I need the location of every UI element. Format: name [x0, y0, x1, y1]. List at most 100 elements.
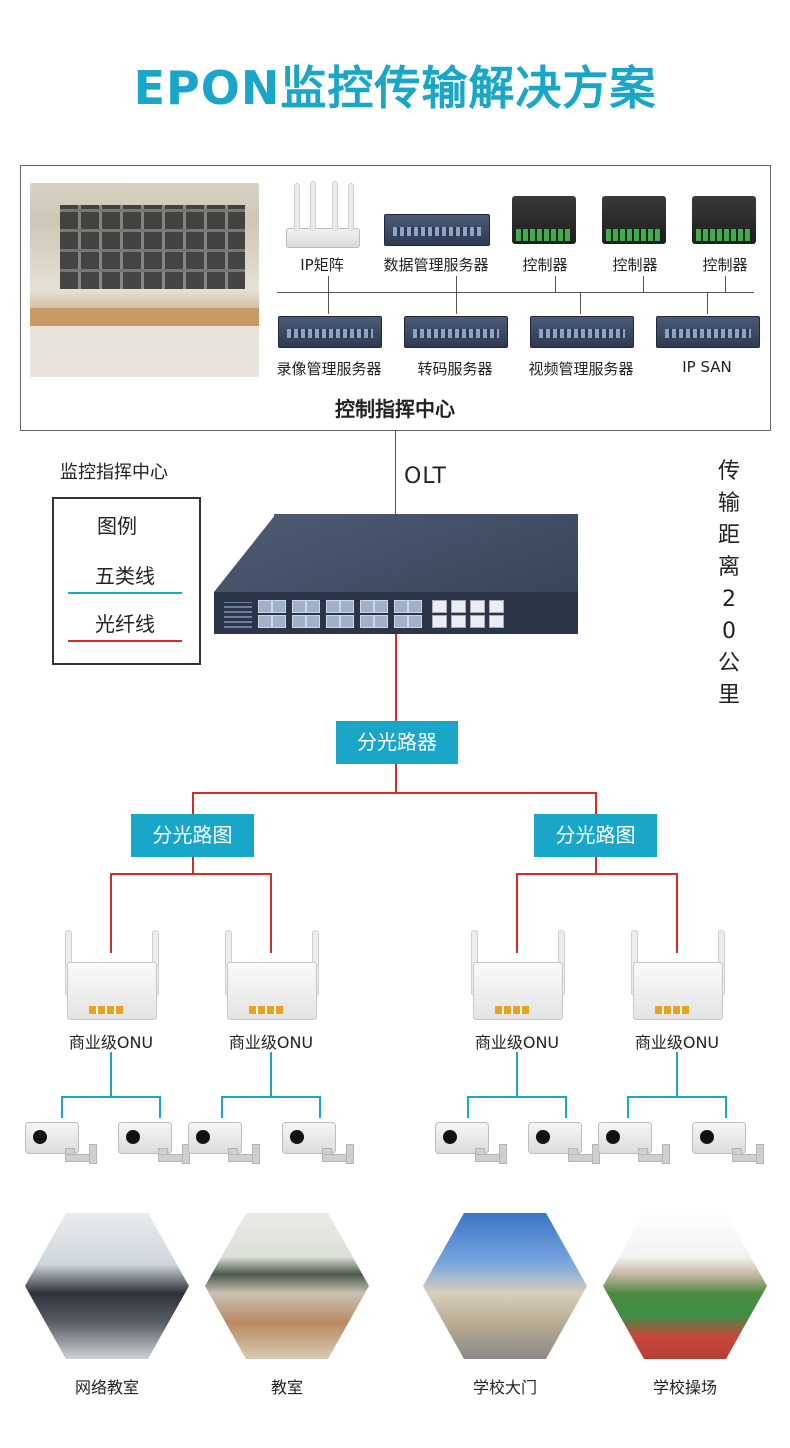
cat5-line [467, 1096, 469, 1118]
cat5-line [627, 1096, 727, 1098]
splitter-box-right: 分光路图 [534, 814, 657, 857]
device-label-recording-server: 录像管理服务器 [264, 358, 394, 379]
cat5-line [319, 1096, 321, 1118]
legend-cat5-label: 五类线 [60, 560, 190, 589]
olt-ethernet-port [432, 600, 447, 613]
cat5-line [676, 1052, 678, 1098]
olt-sfp-port [374, 600, 388, 613]
olt-sfp-port [272, 600, 286, 613]
camera-device [118, 1118, 192, 1164]
monitoring-center-label: 监控指挥中心 [60, 458, 168, 484]
recording-server-device [278, 316, 382, 348]
data-management-server-device [384, 214, 490, 246]
device-label-ip-matrix: IP矩阵 [272, 254, 372, 275]
onu-device [469, 930, 565, 1022]
distance-label: 传输距离20公里 [716, 456, 742, 712]
olt-sfp-port [258, 615, 272, 628]
controller-device [512, 196, 576, 244]
cat5-line [221, 1096, 321, 1098]
camera-device [435, 1118, 509, 1164]
olt-sfp-port [272, 615, 286, 628]
olt-ethernet-port [470, 600, 485, 613]
scene-photo-school-gate [423, 1213, 587, 1359]
olt-sfp-port [306, 615, 320, 628]
cat5-line [270, 1052, 272, 1098]
onu-device [63, 930, 159, 1022]
legend-fiber-line [68, 640, 182, 642]
video-management-server-device [530, 316, 634, 348]
onu-label: 商业级ONU [51, 1029, 171, 1053]
page-title: EPON监控传输解决方案 [0, 52, 790, 118]
olt-sfp-port [340, 600, 354, 613]
device-label-video-server: 视频管理服务器 [516, 358, 646, 379]
fiber-trunk [395, 634, 397, 722]
onu-device [223, 930, 319, 1022]
camera-device [528, 1118, 602, 1164]
camera-device [282, 1118, 356, 1164]
olt-sfp-port [394, 600, 408, 613]
olt-ethernet-port [451, 615, 466, 628]
camera-device [598, 1118, 672, 1164]
onu-label: 商业级ONU [617, 1029, 737, 1053]
olt-sfp-port [292, 600, 306, 613]
cat5-line [725, 1096, 727, 1118]
olt-sfp-port [326, 600, 340, 613]
cat5-line [221, 1096, 223, 1118]
olt-label: OLT [404, 464, 447, 489]
cat5-line [565, 1096, 567, 1118]
olt-ethernet-port [489, 600, 504, 613]
olt-sfp-port [408, 615, 422, 628]
ip-matrix-device [286, 228, 360, 248]
olt-sfp-port [360, 600, 374, 613]
device-label-controller-1: 控制器 [510, 254, 580, 275]
onu-device [629, 930, 725, 1022]
olt-sfp-port [292, 615, 306, 628]
olt-sfp-port [258, 600, 272, 613]
onu-label: 商业级ONU [457, 1029, 577, 1053]
cat5-line [110, 1052, 112, 1098]
uplink-line [395, 430, 396, 516]
olt-ethernet-port [432, 615, 447, 628]
controller-device [692, 196, 756, 244]
network-bus-line [277, 292, 754, 293]
scene-label-network-classroom: 网络教室 [40, 1374, 174, 1398]
controller-device [602, 196, 666, 244]
olt-sfp-port [326, 615, 340, 628]
scene-label-classroom: 教室 [220, 1374, 354, 1398]
cat5-line [159, 1096, 161, 1118]
device-label-data-server: 数据管理服务器 [370, 254, 502, 275]
olt-sfp-port [340, 615, 354, 628]
olt-ethernet-port [489, 615, 504, 628]
cat5-line [61, 1096, 63, 1118]
monitoring-room-photo [30, 183, 259, 377]
main-splitter-box: 分光路器 [336, 721, 458, 764]
scene-label-school-playground: 学校操场 [618, 1374, 752, 1398]
olt-sfp-port [394, 615, 408, 628]
olt-sfp-port [360, 615, 374, 628]
cat5-line [627, 1096, 629, 1118]
device-label-transcoding-server: 转码服务器 [400, 358, 510, 379]
scene-photo-network-classroom [25, 1213, 189, 1359]
scene-photo-school-playground [603, 1213, 767, 1359]
scene-label-school-gate: 学校大门 [438, 1374, 572, 1398]
onu-label: 商业级ONU [211, 1029, 331, 1053]
device-label-ip-san: IP SAN [660, 358, 754, 376]
ip-san-device [656, 316, 760, 348]
cat5-line [516, 1052, 518, 1098]
control-center-caption: 控制指挥中心 [0, 393, 790, 422]
legend-fiber-label: 光纤线 [60, 608, 190, 637]
legend-cat5-line [68, 592, 182, 594]
scene-photo-classroom [205, 1213, 369, 1359]
fiber-branch-line [192, 792, 597, 794]
cat5-line [61, 1096, 161, 1098]
device-label-controller-2: 控制器 [600, 254, 670, 275]
cat5-line [467, 1096, 567, 1098]
olt-device [214, 514, 578, 634]
splitter-box-left: 分光路图 [131, 814, 254, 857]
device-label-controller-3: 控制器 [690, 254, 760, 275]
olt-sfp-port [408, 600, 422, 613]
olt-sfp-port [374, 615, 388, 628]
legend-title: 图例 [52, 510, 182, 539]
transcoding-server-device [404, 316, 508, 348]
camera-device [692, 1118, 766, 1164]
